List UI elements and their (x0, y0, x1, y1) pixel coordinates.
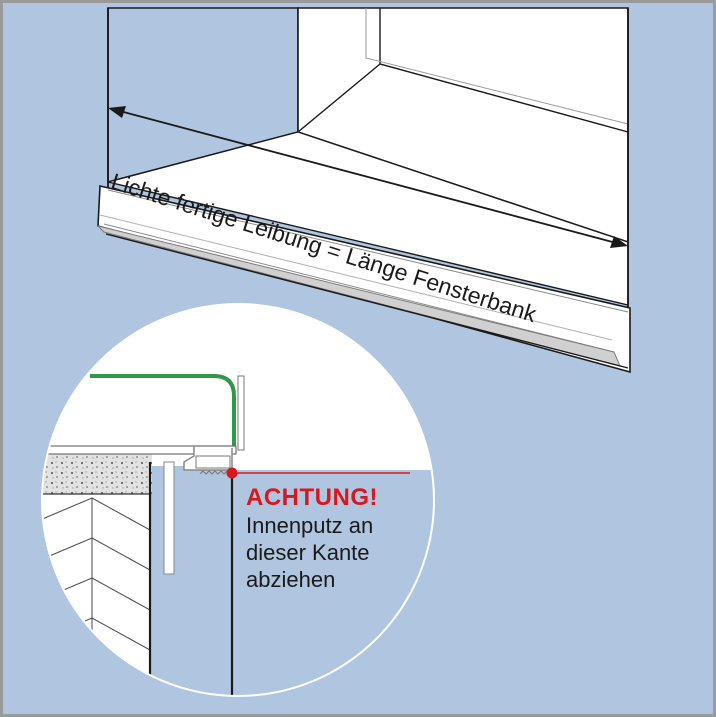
warning-marker-dot (226, 467, 238, 479)
detail-magnifier (41, 303, 435, 697)
concrete-layer (43, 448, 152, 494)
window-sill-front (96, 185, 631, 374)
window-reveal (107, 7, 629, 368)
sill-green-edge (90, 374, 236, 446)
warning-line-3: abziehen (246, 567, 336, 592)
warning-line-1: Innenputz an (246, 513, 374, 538)
warning-line-2: dieser Kante (246, 540, 370, 565)
warning-note: ACHTUNG! Innenputz an dieser Kante abzie… (246, 484, 378, 593)
warning-title: ACHTUNG! (246, 484, 378, 511)
dimension-arrow (108, 106, 628, 248)
wall-blue-strip (150, 466, 232, 695)
